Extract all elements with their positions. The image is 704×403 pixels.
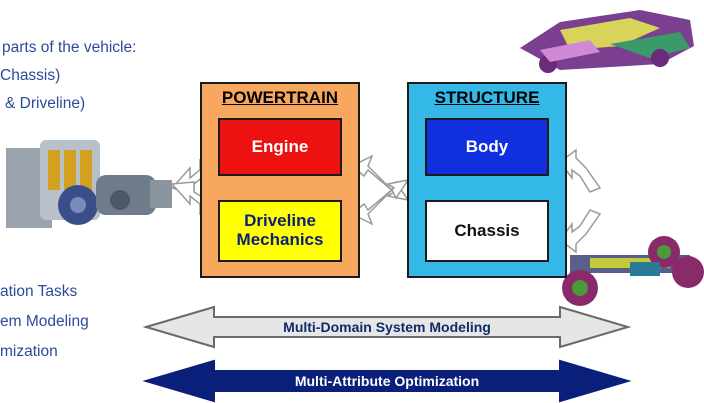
text-chassis-paren: Chassis) bbox=[0, 67, 61, 84]
chassis-label: Chassis bbox=[454, 220, 520, 240]
text-parts-of-vehicle: parts of the vehicle: bbox=[2, 39, 137, 56]
text-ation-tasks: ation Tasks bbox=[0, 283, 78, 300]
chassis-image bbox=[562, 236, 704, 306]
modeling-arrow bbox=[142, 305, 632, 349]
text-mization: mization bbox=[0, 343, 58, 360]
structure-title: STRUCTURE bbox=[434, 88, 540, 107]
body-label: Body bbox=[465, 136, 509, 156]
chassis-box: Chassis bbox=[425, 200, 549, 262]
double-arrow-icon bbox=[350, 154, 410, 226]
optimization-arrow-label: Multi-Attribute Optimization bbox=[294, 373, 480, 389]
text-em-modeling: em Modeling bbox=[0, 313, 89, 330]
engine-label: Engine bbox=[251, 136, 309, 156]
double-arrow-icon bbox=[558, 148, 602, 254]
engine-box: Engine bbox=[218, 118, 342, 176]
text-driveline-paren: & Driveline) bbox=[5, 95, 86, 112]
body-box: Body bbox=[425, 118, 549, 176]
structure-group: STRUCTURE Body Chassis bbox=[407, 82, 567, 278]
modeling-arrow-label: Multi-Domain System Modeling bbox=[283, 319, 491, 335]
driveline-box: Driveline Mechanics bbox=[218, 200, 342, 262]
engine-image bbox=[6, 140, 172, 228]
driveline-label-line1: Driveline bbox=[244, 211, 316, 231]
optimization-arrow bbox=[142, 359, 632, 403]
powertrain-title: POWERTRAIN bbox=[221, 88, 339, 107]
driveline-label-line2: Mechanics bbox=[236, 230, 324, 249]
powertrain-group: POWERTRAIN Engine Driveline Mechanics bbox=[200, 82, 360, 278]
car-body-image bbox=[520, 10, 694, 73]
